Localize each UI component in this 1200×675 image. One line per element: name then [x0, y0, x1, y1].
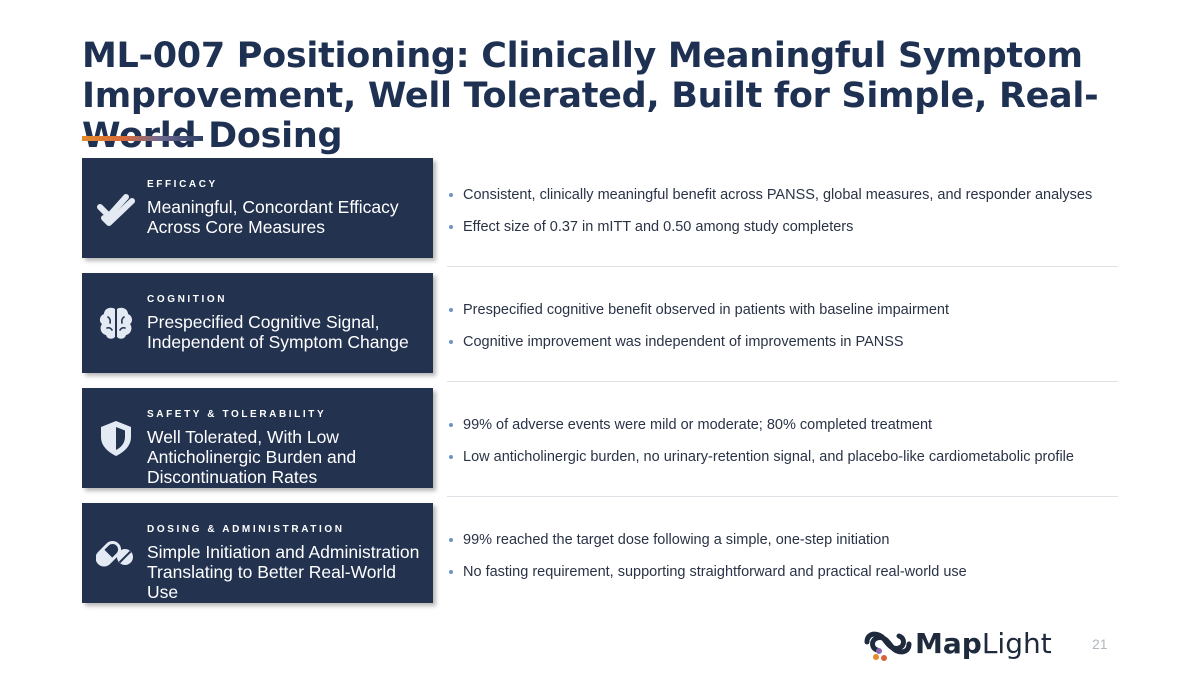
row-dosing: DOSING & ADMINISTRATION Simple Initiatio…: [82, 503, 1118, 603]
bullet-item: Prespecified cognitive benefit observed …: [447, 300, 949, 320]
row-divider: [447, 496, 1118, 497]
bullet-list: 99% of adverse events were mild or moder…: [447, 415, 1074, 479]
bullet-list: Consistent, clinically meaningful benefi…: [447, 185, 1092, 249]
bullet-item: No fasting requirement, supporting strai…: [447, 562, 967, 582]
row-efficacy: EFFICACY Meaningful, Concordant Efficacy…: [82, 158, 1118, 258]
card-eyebrow: EFFICACY: [147, 179, 218, 190]
logo-word-map: Map: [915, 627, 982, 660]
card-eyebrow: SAFETY & TOLERABILITY: [147, 409, 327, 420]
row-safety: SAFETY & TOLERABILITY Well Tolerated, Wi…: [82, 388, 1118, 488]
bullet-item: Cognitive improvement was independent of…: [447, 332, 949, 352]
bullet-item: Effect size of 0.37 in mITT and 0.50 amo…: [447, 217, 1092, 237]
logo-word-light: Light: [981, 627, 1052, 660]
bullet-item: 99% reached the target dose following a …: [447, 530, 967, 550]
card-safety: SAFETY & TOLERABILITY Well Tolerated, Wi…: [82, 388, 433, 488]
card-heading: Prespecified Cognitive Signal, Independe…: [147, 312, 409, 352]
bullet-item: Low anticholinergic burden, no urinary-r…: [447, 447, 1074, 467]
logo-wordmark: MapLight: [915, 627, 1052, 661]
card-dosing: DOSING & ADMINISTRATION Simple Initiatio…: [82, 503, 433, 603]
shield-icon: [101, 421, 131, 456]
double-check-icon: [97, 194, 135, 226]
card-efficacy: EFFICACY Meaningful, Concordant Efficacy…: [82, 158, 433, 258]
title-accent-bar: [82, 136, 203, 141]
row-divider: [447, 381, 1118, 382]
bullet-list: Prespecified cognitive benefit observed …: [447, 300, 949, 364]
maplight-logo: MapLight: [863, 626, 1053, 664]
card-eyebrow: COGNITION: [147, 294, 228, 305]
card-cognition: COGNITION Prespecified Cognitive Signal,…: [82, 273, 433, 373]
page-number: 21: [1092, 636, 1108, 652]
row-divider: [447, 266, 1118, 267]
logo-mark-icon: [864, 631, 912, 661]
card-heading: Simple Initiation and Administration Tra…: [147, 542, 420, 602]
card-eyebrow: DOSING & ADMINISTRATION: [147, 524, 345, 535]
card-heading: Well Tolerated, With Low Anticholinergic…: [147, 427, 357, 487]
page-title: ML-007 Positioning: Clinically Meaningfu…: [82, 36, 1099, 156]
bullet-item: Consistent, clinically meaningful benefi…: [447, 185, 1092, 205]
bullet-item: 99% of adverse events were mild or moder…: [447, 415, 1074, 435]
row-cognition: COGNITION Prespecified Cognitive Signal,…: [82, 273, 1118, 373]
pills-icon: [96, 540, 133, 567]
bullet-list: 99% reached the target dose following a …: [447, 530, 967, 594]
card-heading: Meaningful, Concordant Efficacy Across C…: [147, 197, 399, 237]
brain-icon: [99, 307, 133, 339]
